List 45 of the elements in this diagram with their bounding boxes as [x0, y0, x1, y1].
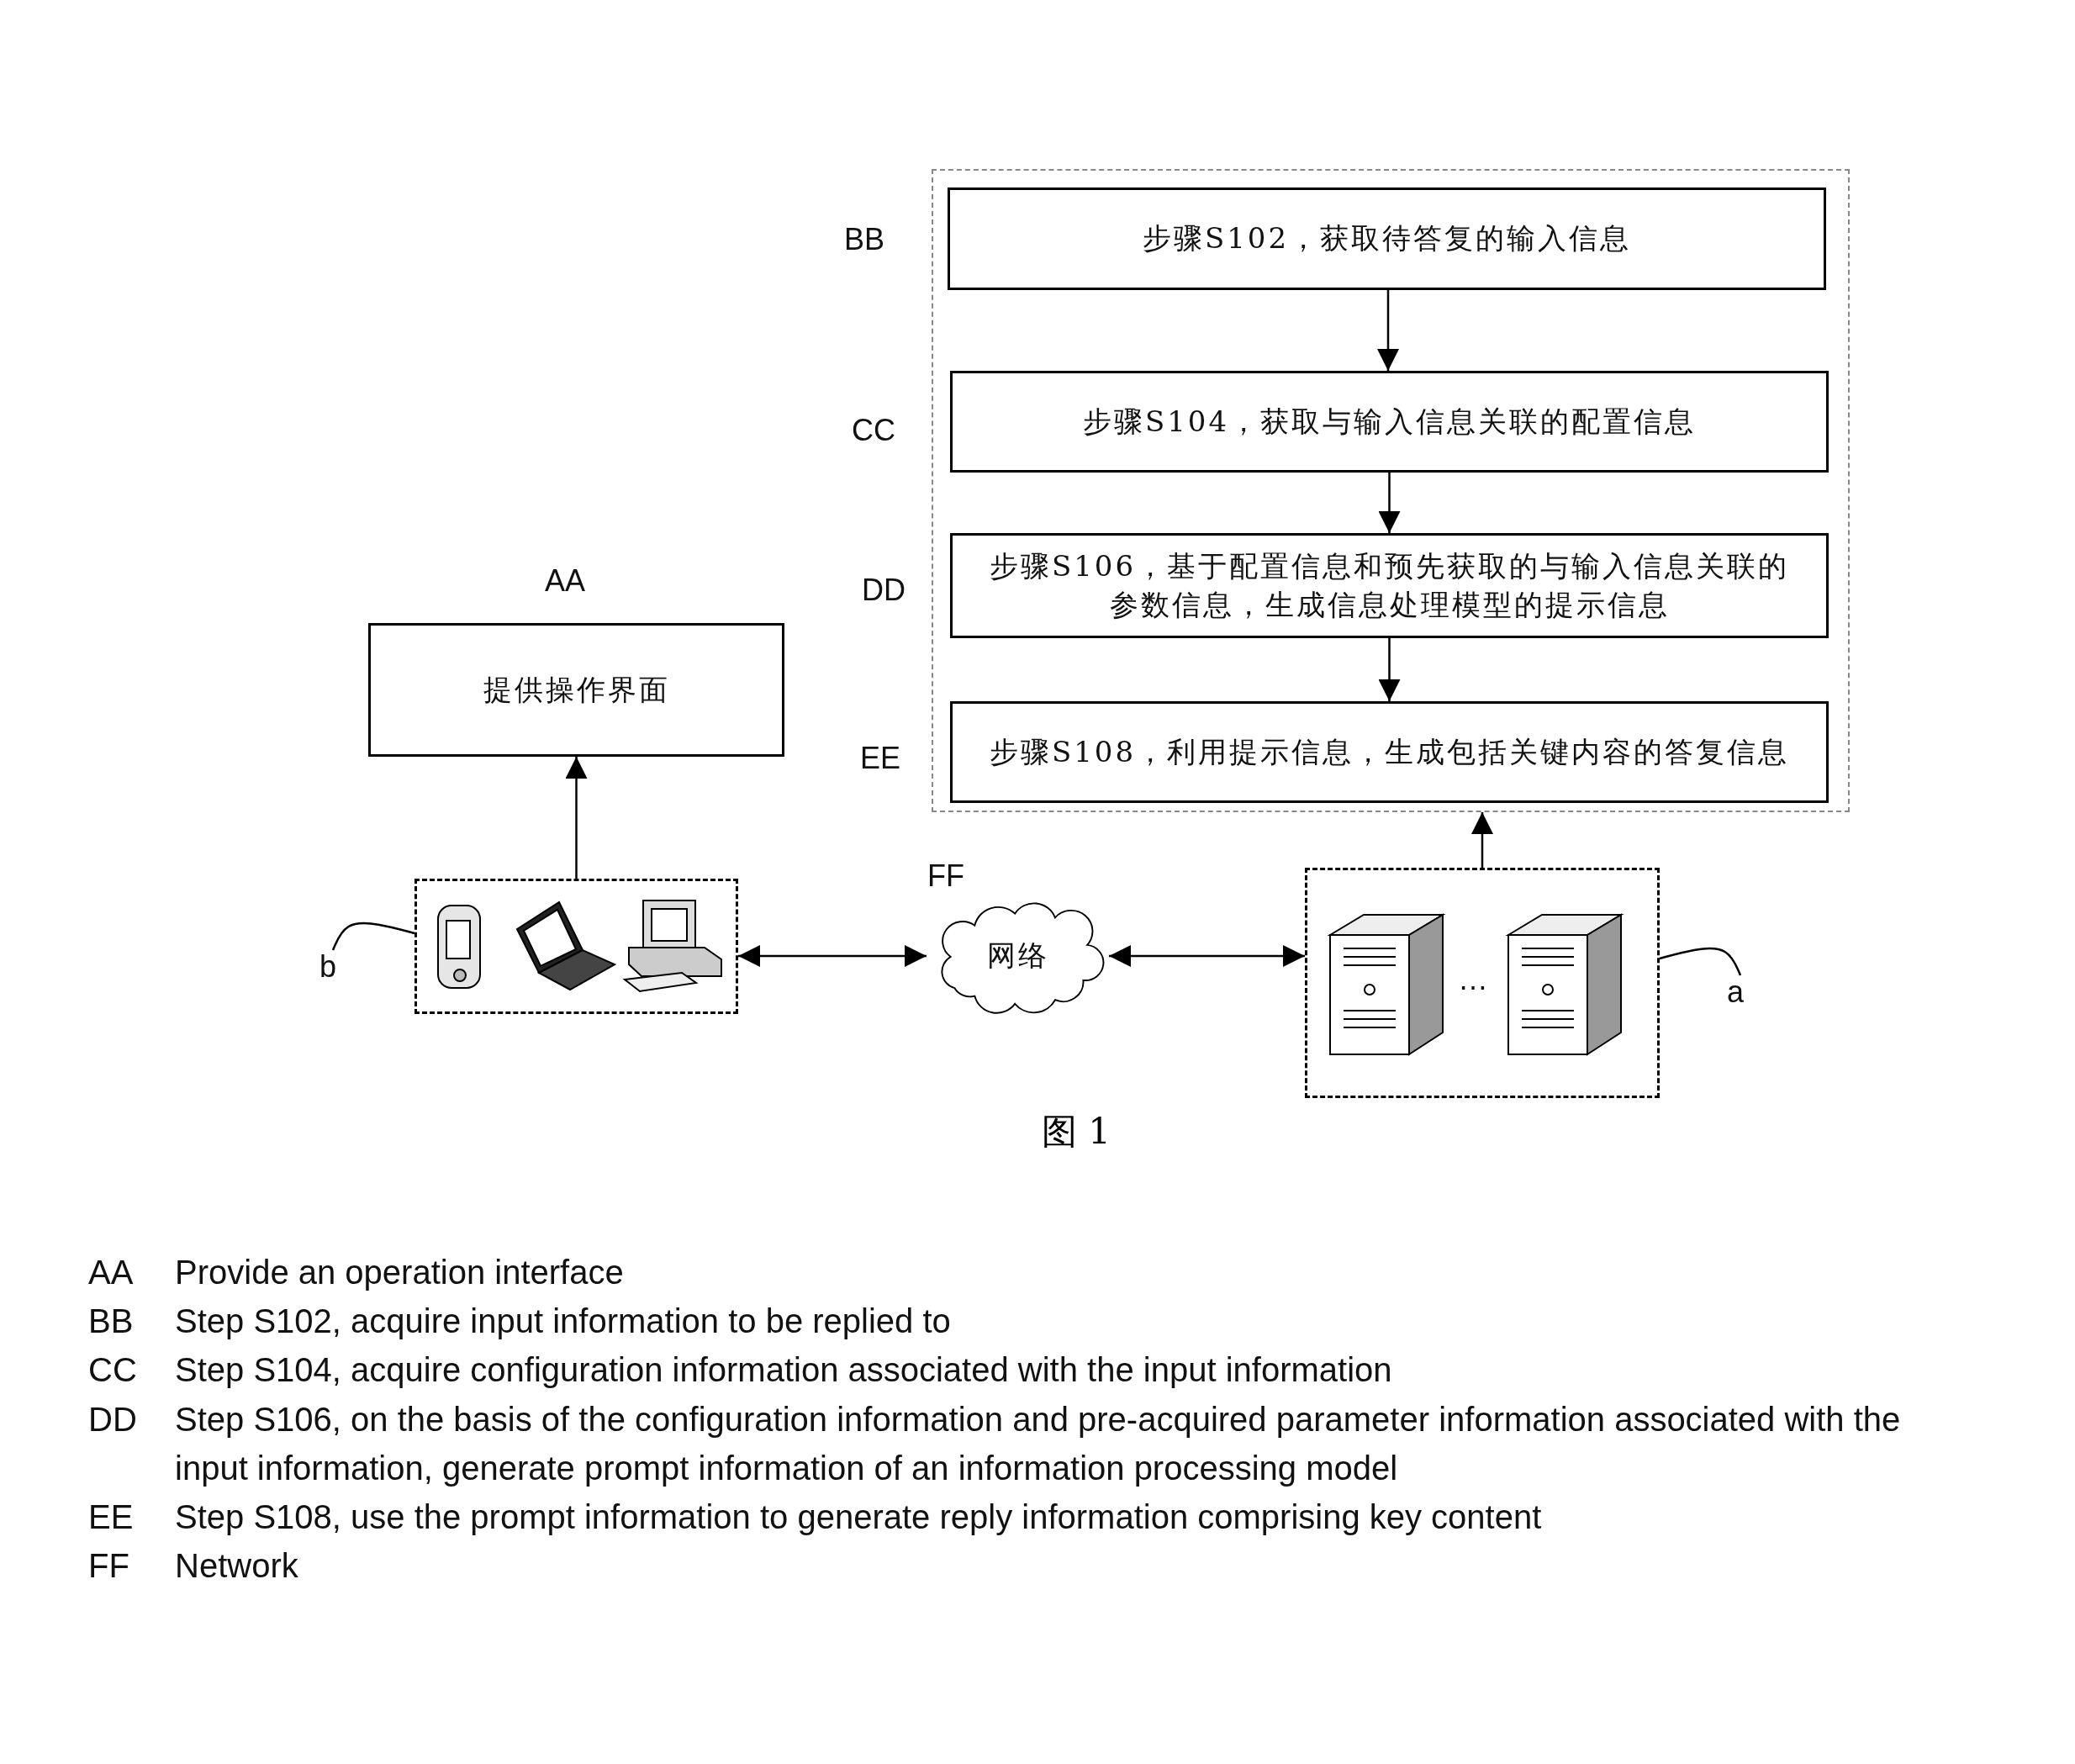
- arrow: [1377, 290, 1399, 371]
- callout-letter: CC: [852, 413, 895, 448]
- figure-caption: 图 1: [1040, 1110, 1112, 1154]
- process-box: [950, 533, 1829, 638]
- callout-letter: FF: [927, 858, 964, 894]
- legend-code: CC: [88, 1350, 138, 1390]
- process-box: [950, 701, 1829, 803]
- server-group: [1305, 868, 1660, 1098]
- leader-line: [331, 922, 415, 951]
- step-text: 步骤S108，利用提示信息，生成包括关键内容的答复信息: [989, 733, 1790, 770]
- process-box: [950, 371, 1829, 473]
- legend-code: EE: [88, 1497, 135, 1537]
- legend-description: Step S102, acquire input information to be replied to: [175, 1302, 952, 1341]
- arrow: [1109, 945, 1305, 967]
- cloud-label: 网络: [986, 937, 1049, 974]
- callout-letter: AA: [545, 563, 585, 599]
- step-text: 步骤S102，获取待答复的输入信息: [1142, 220, 1632, 257]
- legend-code: AA: [88, 1253, 135, 1292]
- legend-description: Provide an operation interface: [175, 1253, 625, 1292]
- callout-letter: DD: [862, 573, 906, 608]
- step-text: 提供操作界面: [483, 671, 670, 708]
- legend-code: FF: [88, 1546, 130, 1586]
- ellipsis-text: …: [1458, 962, 1488, 997]
- callout-letter: a: [1727, 974, 1744, 1010]
- callout-letter: EE: [860, 741, 900, 776]
- arrow: [1378, 473, 1401, 533]
- dashed-group-box: [932, 169, 1850, 812]
- legend-code: DD: [88, 1400, 138, 1439]
- process-box: [948, 187, 1826, 290]
- legend-description: Step S106, on the basis of the configuration information and pre-acquired parameter information associated with the input information, generate prompt information of an information processing model: [175, 1400, 1902, 1488]
- step-text: 步骤S104，获取与输入信息关联的配置信息: [1082, 403, 1697, 440]
- callout-letter: b: [319, 949, 336, 985]
- client-devices-group: [414, 879, 738, 1014]
- process-box: [368, 623, 784, 757]
- legend-description: Step S104, acquire configuration information associated with the input information: [175, 1350, 1393, 1390]
- arrow: [1378, 638, 1401, 701]
- callout-letter: BB: [844, 222, 884, 257]
- legend-description: Network: [175, 1546, 299, 1586]
- arrow: [565, 757, 588, 879]
- leader-line: [1659, 947, 1742, 976]
- legend-code: BB: [88, 1302, 135, 1341]
- arrow: [738, 945, 927, 967]
- legend-description: Step S108, use the prompt information to generate reply information comprising key content: [175, 1497, 1543, 1537]
- arrow: [1471, 812, 1493, 868]
- step-text: 步骤S106，基于配置信息和预先获取的与输入信息关联的参数信息，生成信息处理模型的提示信息: [988, 547, 1791, 623]
